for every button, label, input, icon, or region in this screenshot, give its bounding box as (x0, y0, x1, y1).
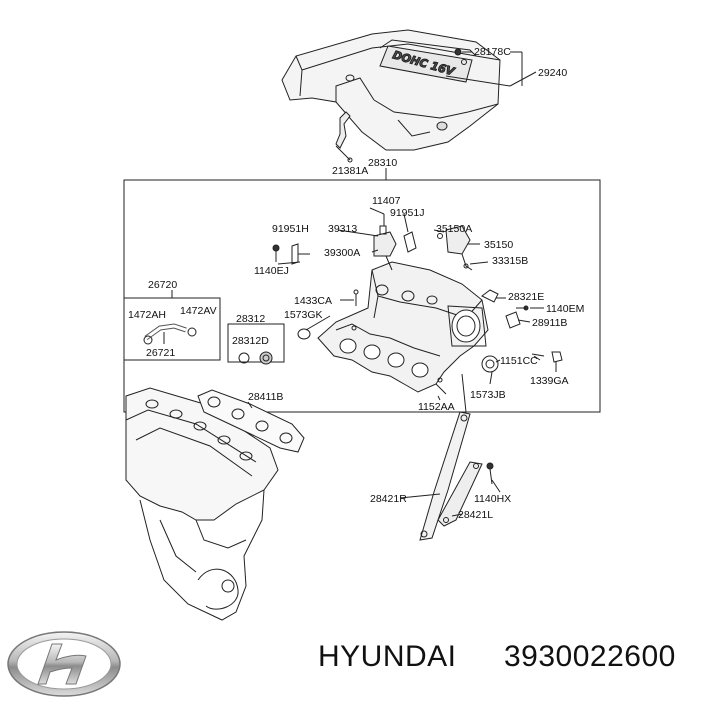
part-labels: 28178C 29240 21381A 28310 11407 91951H 3… (128, 46, 584, 521)
label-21381A: 21381A (332, 165, 368, 177)
manifold-stays (399, 373, 501, 541)
label-1472AH: 1472AH (128, 309, 166, 321)
label-1140EM: 1140EM (546, 303, 584, 315)
label-33315B: 33315B (492, 255, 528, 267)
label-39313: 39313 (328, 223, 357, 235)
label-28421R: 28421R (370, 493, 407, 505)
label-1472AV: 1472AV (180, 305, 217, 317)
label-26721: 26721 (146, 347, 175, 359)
label-28411B: 28411B (248, 391, 283, 403)
hyundai-logo-icon (7, 631, 121, 697)
caption: HYUNDAI 3930022600 (0, 628, 720, 708)
label-28911B: 28911B (532, 317, 567, 329)
label-1140HX: 1140HX (474, 493, 511, 505)
label-1152AA: 1152AA (418, 401, 455, 413)
label-35150A: 35150A (436, 223, 472, 235)
label-39300A: 39300A (324, 247, 360, 259)
cylinder-head (125, 387, 279, 621)
pcv-subassembly-frame (227, 323, 285, 363)
label-28312D: 28312D (232, 335, 269, 347)
label-29240: 29240 (538, 67, 567, 79)
label-91951J: 91951J (390, 207, 424, 219)
part-number: 3930022600 (504, 640, 676, 673)
label-1151CC: 1151CC (500, 355, 538, 367)
label-28421L: 28421L (458, 509, 493, 521)
label-91951H: 91951H (272, 223, 309, 235)
label-28321E: 28321E (508, 291, 544, 303)
label-35150: 35150 (484, 239, 513, 251)
label-1573JB: 1573JB (470, 389, 506, 401)
label-1339GA: 1339GA (530, 375, 569, 387)
label-1140EJ: 1140EJ (254, 265, 289, 277)
label-1433CA: 1433CA (294, 295, 332, 307)
label-28312: 28312 (236, 313, 265, 325)
manifold-assembly-frame (123, 179, 601, 413)
label-1573GK: 1573GK (284, 309, 323, 321)
label-28310: 28310 (368, 157, 397, 169)
brand-name: HYUNDAI (318, 640, 457, 673)
label-26720: 26720 (148, 279, 177, 291)
label-11407: 11407 (372, 195, 401, 207)
intake-manifold (317, 261, 489, 393)
intake-gasket (197, 389, 305, 453)
label-28178C: 28178C (474, 46, 511, 58)
engine-cover: DOHC 16V (281, 29, 501, 151)
